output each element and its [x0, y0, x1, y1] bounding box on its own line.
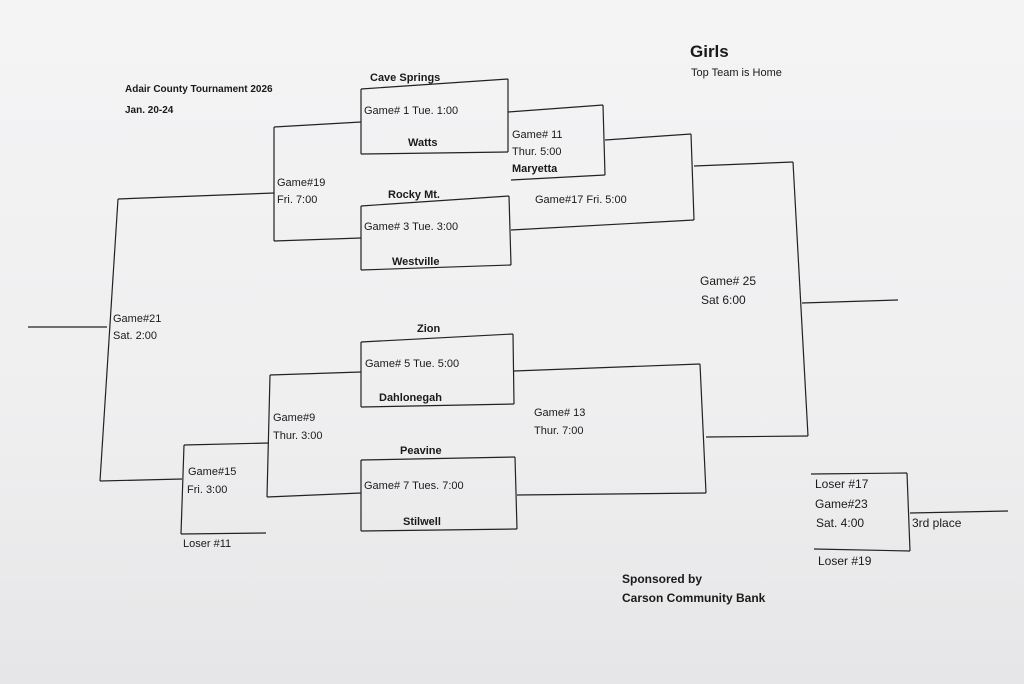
- game-25-number: Game# 25: [700, 274, 757, 288]
- game-3-label: Game# 3 Tue. 3:00: [364, 221, 459, 233]
- game-21-time: Sat. 2:00: [113, 330, 158, 342]
- game-11-team: Maryetta: [512, 163, 558, 175]
- game-5-bottom-team: Dahlonegah: [379, 392, 442, 404]
- game-15-loser-note: Loser #11: [183, 538, 232, 550]
- game-7-bottom-team: Stilwell: [403, 516, 441, 528]
- game-21-number: Game#21: [113, 313, 162, 325]
- game-19-number: Game#19: [277, 177, 326, 189]
- game-1-bottom-team: Watts: [408, 137, 438, 149]
- game-15-time: Fri. 3:00: [187, 484, 228, 496]
- game-13-time: Thur. 7:00: [534, 425, 584, 437]
- game-9-lines: [266, 371, 362, 498]
- game-7-top-team: Peavine: [400, 445, 442, 457]
- home-note: Top Team is Home: [691, 67, 782, 79]
- game-23-time: Sat. 4:00: [816, 516, 865, 530]
- game-23-top-entry: Loser #17: [815, 477, 869, 491]
- game-9-number: Game#9: [273, 412, 316, 424]
- game-25-time: Sat 6:00: [701, 293, 746, 307]
- game-23-number: Game#23: [815, 497, 868, 511]
- game-9-time: Thur. 3:00: [273, 430, 323, 442]
- division-title: Girls: [690, 42, 729, 61]
- game-15-number: Game#15: [188, 466, 237, 478]
- game-5-box: [360, 333, 515, 408]
- game-5-top-team: Zion: [417, 323, 441, 335]
- game-25-lines: [693, 161, 899, 438]
- game-23-bottom-entry: Loser #19: [818, 554, 872, 568]
- game-5-label: Game# 5 Tue. 5:00: [365, 358, 460, 370]
- sponsor-line-1: Sponsored by: [622, 572, 703, 586]
- third-place-label: 3rd place: [912, 516, 962, 530]
- game-1-box: [360, 78, 509, 155]
- game-7-label: Game# 7 Tues. 7:00: [364, 480, 464, 492]
- game-7-box: [360, 456, 518, 532]
- game-3-bottom-team: Westville: [392, 256, 440, 268]
- game-15-lines: [180, 442, 270, 535]
- game-1-label: Game# 1 Tue. 1:00: [364, 105, 459, 117]
- game-17-label: Game#17 Fri. 5:00: [535, 194, 627, 206]
- game-19-lines: [273, 121, 362, 242]
- sponsor-line-2: Carson Community Bank: [622, 591, 766, 605]
- game-23-lines: [810, 472, 1009, 552]
- game-11-time: Thur. 5:00: [512, 146, 562, 158]
- game-21-lines: [28, 192, 275, 482]
- game-3-top-team: Rocky Mt.: [388, 189, 440, 201]
- game-13-lines: [513, 363, 707, 496]
- game-17-lines: [510, 133, 695, 231]
- tournament-dates: Jan. 20-24: [125, 105, 174, 116]
- game-13-number: Game# 13: [534, 407, 586, 419]
- tournament-title: Adair County Tournament 2026: [125, 84, 273, 95]
- game-11-lines: [507, 104, 606, 181]
- game-1-top-team: Cave Springs: [370, 72, 441, 84]
- game-19-time: Fri. 7:00: [277, 194, 318, 206]
- game-11-number: Game# 11: [512, 129, 563, 141]
